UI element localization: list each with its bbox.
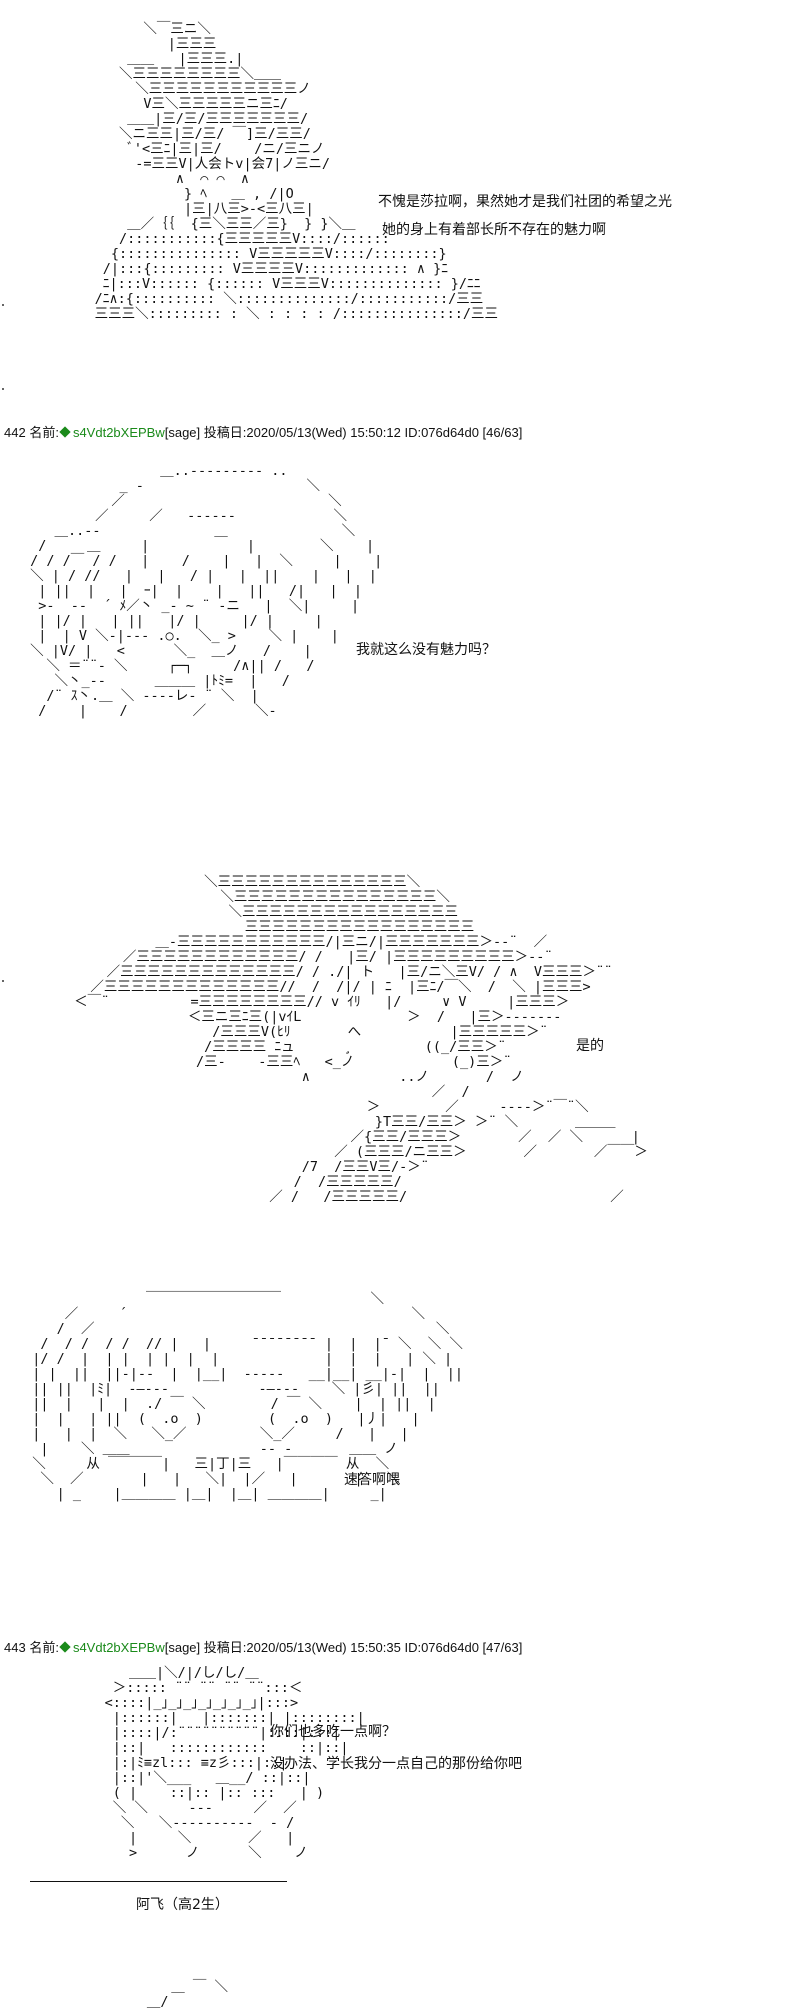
ascii-art-partial-next: ＿ ￣ ＼ ＿/ bbox=[146, 1979, 229, 2010]
post-header-442: 442 名前: s4Vdt2bXEPBw[sage] 投稿日:2020/05/13… bbox=[4, 425, 522, 441]
trip-code[interactable]: s4Vdt2bXEPBw bbox=[72, 1640, 165, 1655]
speech-panel-1: 不愧是莎拉啊，果然她才是我们社团的希望之光 她的身上有着部长所不存在的魅力啊 bbox=[378, 192, 672, 240]
post-number: 442 bbox=[4, 425, 26, 440]
panel-5: ＿＿|＼/|/し/し/＿ ＞::::: ¨¨ ¨¨ ¨¨ ¨¨:::＜ <:::… bbox=[0, 1660, 798, 2010]
speech-panel-3: 是的 bbox=[576, 1036, 604, 1056]
panel-2: ＿..-‐‐‐‐‐‐‐- .. _ - ＼ ／ ＼ ／ ／ ‐‐‐‐‐‐ ＼ ＿… bbox=[0, 450, 798, 800]
speech-panel-5: 你们也多吃一点啊？ 没办法、学长我分一点自己的那份给你吧 bbox=[270, 1722, 522, 1774]
posted-label: 投稿日: bbox=[203, 1640, 247, 1655]
post-number: 443 bbox=[4, 1640, 26, 1655]
speech-line: 没办法、学长我分一点自己的那份给你吧 bbox=[270, 1756, 522, 1772]
sage-tag: [sage] bbox=[164, 425, 201, 440]
panel-4: ￣￣￣￣￣￣￣￣￣￣ ＼ ／ ´ ＼ / ／ ＼ / / / / / // | … bbox=[0, 1280, 798, 1620]
speech-panel-2: 我就这么没有魅力吗？ bbox=[356, 640, 496, 660]
ascii-art-character-5: ＿＿|＼/|/し/し/＿ ＞::::: ¨¨ ¨¨ ¨¨ ¨¨:::＜ <:::… bbox=[104, 1665, 365, 1861]
ascii-art-character-3: ＼三三三三三三三三三三三三三三＼ ＼三三三三三三三三三三三三三三三＼ ＼三三三三… bbox=[74, 874, 648, 1205]
diamond-icon bbox=[59, 426, 71, 438]
panel-3: ＼三三三三三三三三三三三三三三＼ ＼三三三三三三三三三三三三三三三＼ ＼三三三三… bbox=[0, 860, 798, 1260]
ascii-art-character-1: ＼￣三ニ＼ |三三三 ＿＿ |三三三.| ＼三三三三三三三三＼＿＿ ＼三三三三三… bbox=[94, 21, 498, 322]
diamond-icon bbox=[59, 1641, 71, 1653]
art-label-2: 会7 bbox=[251, 156, 274, 172]
margin-dot bbox=[2, 980, 4, 982]
posted-label: 投稿日: bbox=[203, 425, 247, 440]
name-label: 名前: bbox=[29, 425, 59, 440]
ascii-art-character-4: ￣￣￣￣￣￣￣￣￣￣ ＼ ／ ´ ＼ / ／ ＼ / / / / / // | … bbox=[32, 1291, 464, 1502]
post-count: [46/63] bbox=[482, 425, 523, 440]
speech-line: 速答啊喂 bbox=[344, 1472, 400, 1488]
post-id: ID:076d64d0 bbox=[404, 425, 479, 440]
speech-line: 她的身上有着部长所不存在的魅力啊 bbox=[382, 222, 606, 238]
panel-1: ＼￣三ニ＼ |三三三 ＿＿ |三三三.| ＼三三三三三三三三＼＿＿ ＼三三三三三… bbox=[0, 0, 798, 400]
speech-line: 不愧是莎拉啊，果然她才是我们社团的希望之光 bbox=[378, 194, 672, 210]
margin-dot bbox=[2, 388, 4, 390]
post-datetime: 2020/05/13(Wed) 15:50:35 bbox=[246, 1640, 401, 1655]
trip-code[interactable]: s4Vdt2bXEPBw bbox=[72, 425, 165, 440]
speech-line: 你们也多吃一点啊？ bbox=[270, 1724, 396, 1740]
margin-dot bbox=[2, 304, 4, 306]
post-id: ID:076d64d0 bbox=[404, 1640, 479, 1655]
speech-line: 我就这么没有魅力吗？ bbox=[356, 642, 496, 658]
character-caption: 阿飞（高2生） bbox=[136, 1897, 229, 1913]
art-label-1: 人会トv bbox=[194, 156, 244, 172]
speech-line: 是的 bbox=[576, 1038, 604, 1054]
post-datetime: 2020/05/13(Wed) 15:50:12 bbox=[246, 425, 401, 440]
ascii-art-character-2: ＿..-‐‐‐‐‐‐‐- .. _ - ＼ ／ ＼ ／ ／ ‐‐‐‐‐‐ ＼ ＿… bbox=[30, 463, 383, 719]
speech-panel-4: 速答啊喂 bbox=[344, 1470, 400, 1490]
post-header-443: 443 名前: s4Vdt2bXEPBw[sage] 投稿日:2020/05/13… bbox=[4, 1640, 522, 1656]
post-count: [47/63] bbox=[482, 1640, 523, 1655]
name-label: 名前: bbox=[29, 1640, 59, 1655]
sage-tag: [sage] bbox=[164, 1640, 201, 1655]
divider-line bbox=[30, 1881, 287, 1882]
